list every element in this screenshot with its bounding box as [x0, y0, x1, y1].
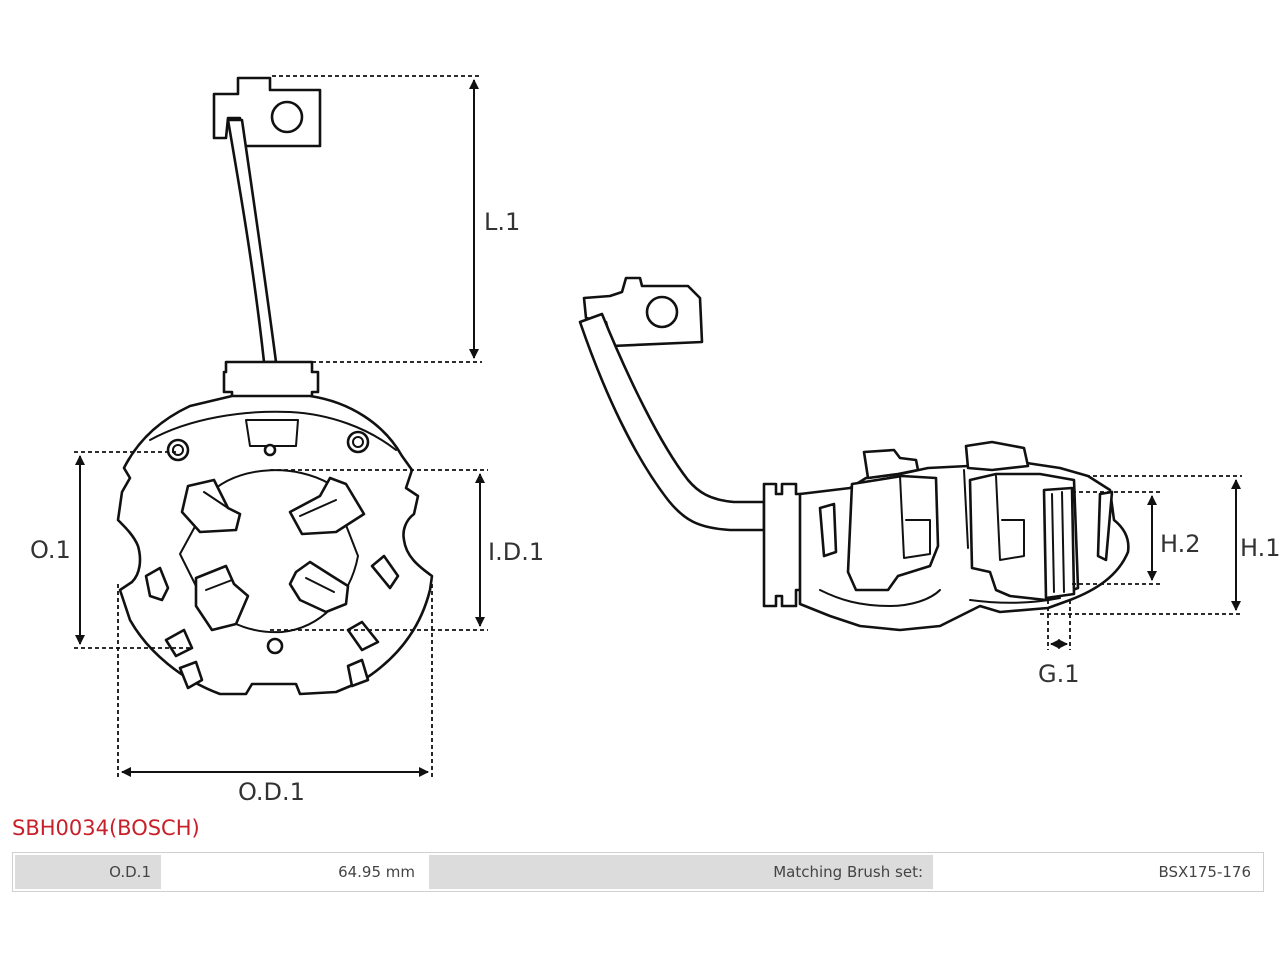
- dim-label-l1: L.1: [484, 208, 520, 236]
- dim-label-od1: O.D.1: [238, 778, 305, 806]
- dim-label-h2: H.2: [1160, 530, 1201, 558]
- terminal-hole: [270, 100, 304, 134]
- wire-holder: [222, 360, 320, 402]
- rivet-left: [166, 438, 190, 462]
- brush-box-bottom-right: [288, 560, 350, 614]
- spec-label-od1: O.D.1: [13, 853, 163, 891]
- rivet-right: [346, 430, 370, 454]
- spec-value-od1: 64.95 mm: [163, 853, 427, 891]
- technical-drawing: L.1 O.1 I.D.1 O.D.1 H.2 H.1 G.1: [30, 75, 1280, 806]
- brush-box-top-left: [180, 478, 242, 534]
- lead-wire: [226, 118, 278, 364]
- dim-label-h1: H.1: [1240, 534, 1280, 562]
- spec-value-brush-set: BSX175-176: [935, 853, 1263, 891]
- holder-plate: [116, 394, 434, 696]
- spec-table: O.D.1 64.95 mm Matching Brush set: BSX17…: [12, 852, 1264, 892]
- brush-box-bottom-left: [194, 564, 250, 632]
- part-title: SBH0034(BOSCH): [12, 816, 200, 840]
- side-dimensions: [1040, 475, 1242, 650]
- dim-label-g1: G.1: [1038, 660, 1080, 688]
- side-lead-wire: [578, 312, 766, 532]
- brush-box-top-right: [288, 476, 366, 536]
- dim-label-o1: O.1: [30, 536, 71, 564]
- side-brush-box-left: [846, 474, 940, 592]
- front-dimensions: [74, 75, 488, 778]
- front-view: [116, 76, 434, 696]
- spec-label-brush-set: Matching Brush set:: [427, 853, 935, 891]
- side-view: [578, 276, 1130, 632]
- side-spring-clip: [1042, 486, 1076, 600]
- dim-label-id1: I.D.1: [488, 538, 544, 566]
